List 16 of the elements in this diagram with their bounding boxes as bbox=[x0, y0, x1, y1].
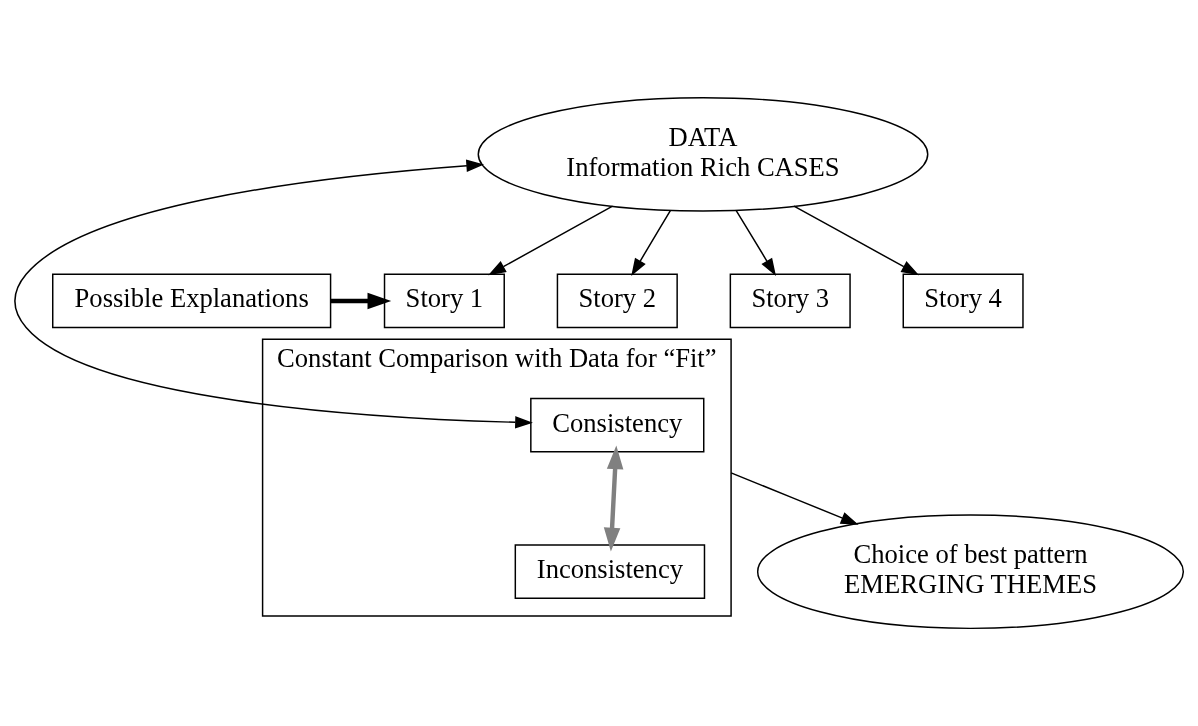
node-box: Story 4 bbox=[902, 273, 1024, 329]
node-box: Story 3 bbox=[729, 273, 851, 329]
arrow bbox=[13, 159, 533, 429]
arrow bbox=[330, 292, 392, 310]
arrow bbox=[488, 205, 614, 276]
node-box: Story 2 bbox=[556, 273, 678, 329]
arrow bbox=[735, 209, 776, 277]
arrow bbox=[730, 472, 859, 525]
node-ellipse: DATA Information Rich CASES bbox=[477, 96, 929, 212]
arrow bbox=[631, 209, 672, 277]
arrow bbox=[793, 205, 920, 276]
node-box: Possible Explanations bbox=[52, 273, 332, 329]
node-box: Inconsistency bbox=[514, 544, 706, 599]
node-box: Story 1 bbox=[383, 273, 505, 329]
node-box: Consistency bbox=[530, 397, 705, 453]
arrow bbox=[603, 445, 624, 552]
